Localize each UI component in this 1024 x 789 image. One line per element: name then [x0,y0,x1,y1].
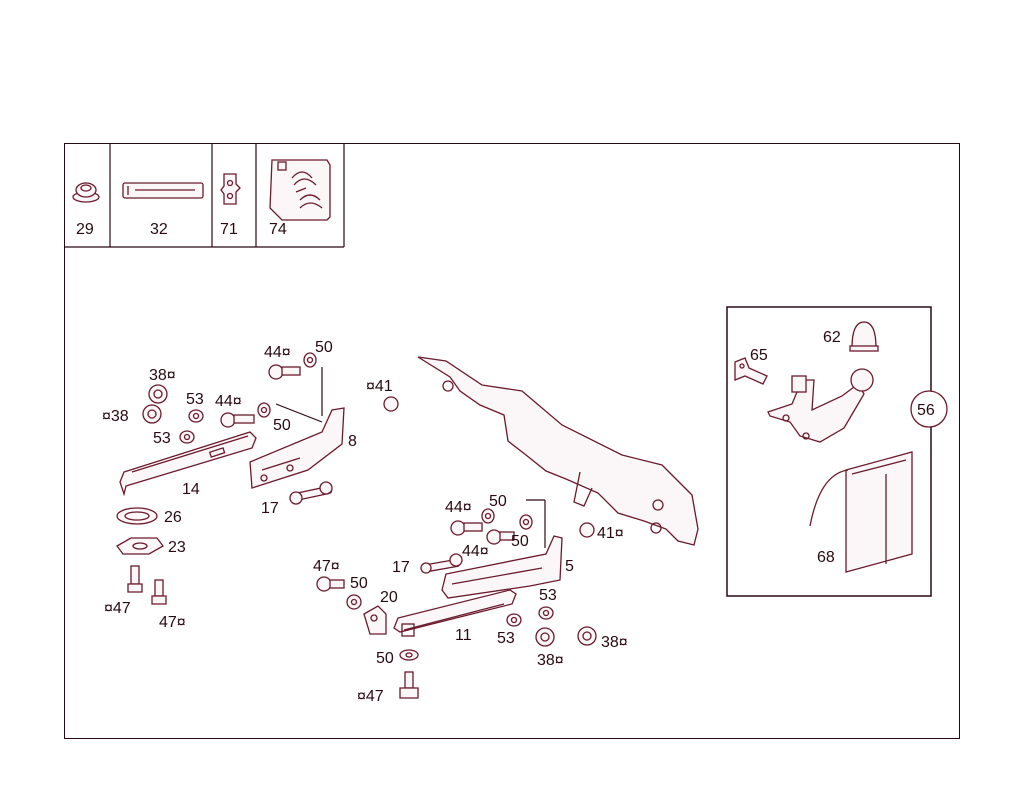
callout-label: 50 [315,339,333,356]
diagram-frame [64,143,960,739]
callout-label: ¤38 [102,408,129,425]
grommet-icon [72,182,100,203]
callout-label: 17 [261,500,279,517]
callout-label: 44¤ [215,393,242,410]
callout-label: 44¤ [264,344,291,361]
callout-label: 23 [168,539,186,556]
label-strip-icon [122,182,204,199]
cap-62-icon [849,321,879,352]
callout-label: ¤47 [104,600,131,617]
callout-label: 17 [392,559,410,576]
callout-label: 38¤ [601,634,628,651]
callout-label: 50 [511,533,529,550]
callout-label: 65 [750,347,768,364]
header-part-number: 71 [220,221,238,238]
callout-label: 50 [273,417,291,434]
fasteners-left [116,352,399,605]
fasteners-right [316,508,597,699]
bracket-20 [363,605,387,635]
bracket-5 [441,499,563,599]
inset-tow-hitch [726,306,948,597]
link-rod-17b [420,553,463,574]
callout-label: 53 [539,587,557,604]
manual-68-icon [809,451,913,573]
callout-label: 5 [565,558,574,575]
callout-label: 50 [376,650,394,667]
callout-label: ¤47 [357,688,384,705]
callout-label: ¤41 [366,378,393,395]
callout-label: 44¤ [462,543,489,560]
callout-label: 53 [186,391,204,408]
callout-label: 47¤ [159,614,186,631]
callout-label: 8 [348,433,357,450]
key-65-icon [734,357,768,385]
callout-label: 44¤ [445,499,472,516]
header-part-number: 74 [269,221,287,238]
callout-labels: 38¤ ¤38 53 53 44¤ 44¤ 50 50 8 ¤41 14 17 … [102,329,935,705]
tow-ball-icon [767,368,874,443]
group-number: 56 [917,402,935,419]
crossmember [417,356,699,546]
callout-label: 62 [823,329,841,346]
callout-label: 53 [497,630,515,647]
header-part-number: 32 [150,221,168,238]
clip-icon [220,173,241,205]
left-bracket-14 [119,431,257,497]
callout-label: 53 [153,430,171,447]
callout-label: 47¤ [313,558,340,575]
callout-label: 38¤ [537,652,564,669]
callout-label: 50 [489,493,507,510]
bracket-8 [249,367,345,489]
callout-label: 26 [164,509,182,526]
callout-label: 50 [350,575,368,592]
callout-label: 14 [182,481,200,498]
header-part-number: 29 [76,221,94,238]
header-parts-strip: 29 32 71 74 [64,143,345,248]
bracket-11 [393,589,517,637]
link-rod-17 [289,481,333,505]
callout-label: 41¤ [597,525,624,542]
callout-label: 20 [380,589,398,606]
instruction-sheet-icon [269,159,331,221]
callout-label: 11 [455,627,472,644]
callout-label: 38¤ [149,367,176,384]
callout-label: 68 [817,549,835,566]
